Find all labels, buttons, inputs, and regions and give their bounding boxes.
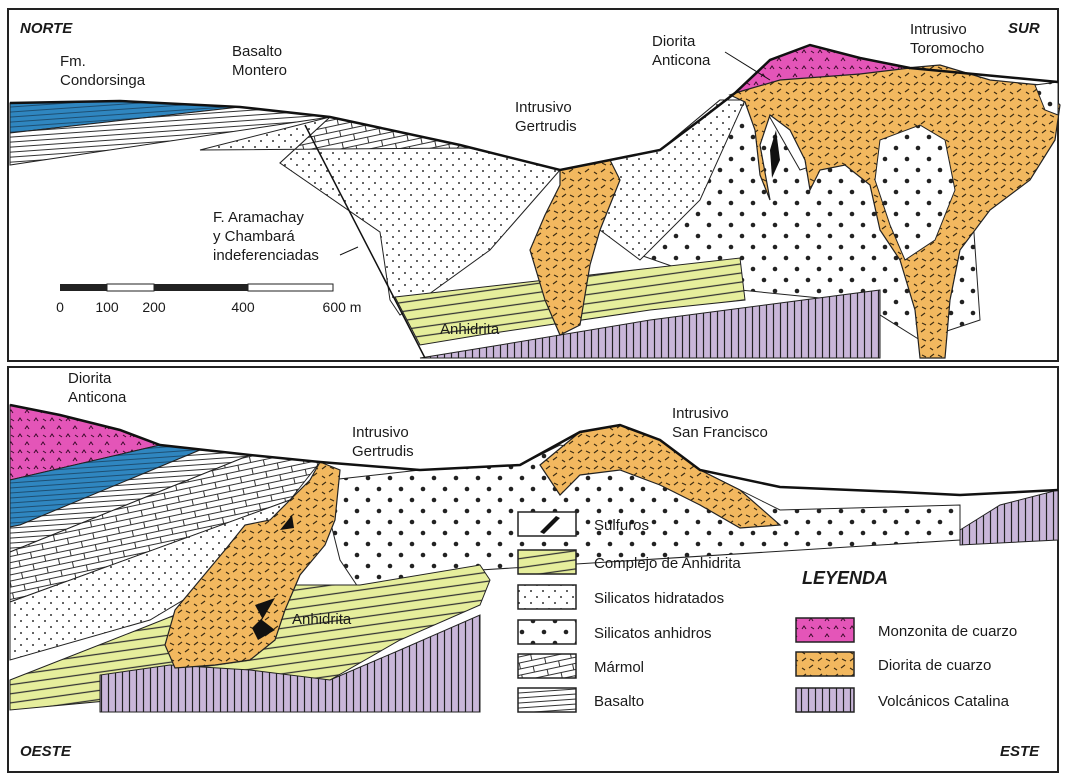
- swatch-silicatos-hidratados: [518, 585, 576, 609]
- scale-tick-200: 200: [142, 299, 166, 315]
- legend-label-volcanicos: Volcánicos Catalina: [878, 693, 1010, 710]
- scale-tick-400: 400: [231, 299, 255, 315]
- legend-label-basalto: Basalto: [594, 693, 644, 710]
- legend-label-marmol: Mármol: [594, 659, 644, 676]
- swatch-marmol: [518, 654, 576, 678]
- swatch-silicatos-anhidros: [518, 620, 576, 644]
- corner-label-east: ESTE: [1000, 743, 1040, 760]
- scale-tick-100: 100: [95, 299, 119, 315]
- legend-label-silicatos-hidratados: Silicatos hidratados: [594, 590, 724, 607]
- section-north-south: NORTE SUR Fm. Condorsinga Basalto Monter…: [8, 9, 1060, 361]
- legend-label-sulfuros: Sulfuros: [594, 517, 649, 534]
- label-anhidrita-top: Anhidrita: [440, 321, 500, 338]
- section-west-east: Diorita Anticona Intrusivo Gertrudis Int…: [8, 367, 1058, 772]
- swatch-volcanicos: [796, 688, 854, 712]
- legend-title: LEYENDA: [802, 568, 888, 588]
- scale-tick-600: 600 m: [323, 299, 362, 315]
- swatch-anhidrita: [518, 550, 576, 574]
- legend-label-diorita: Diorita de cuarzo: [878, 657, 991, 674]
- swatch-basalto: [518, 688, 576, 712]
- swatch-sulfuros: [518, 512, 576, 536]
- scale-tick-0: 0: [56, 299, 64, 315]
- legend-label-monzonita: Monzonita de cuarzo: [878, 623, 1017, 640]
- swatch-monzonita: [796, 618, 854, 642]
- corner-label-north: NORTE: [20, 20, 73, 37]
- legend-label-anhidrita: Complejo de Anhidrita: [594, 555, 741, 572]
- corner-label-south: SUR: [1008, 20, 1040, 37]
- label-anhidrita-bottom: Anhidrita: [292, 611, 352, 628]
- swatch-diorita: [796, 652, 854, 676]
- legend-label-silicatos-anhidros: Silicatos anhidros: [594, 625, 712, 642]
- corner-label-west: OESTE: [20, 743, 72, 760]
